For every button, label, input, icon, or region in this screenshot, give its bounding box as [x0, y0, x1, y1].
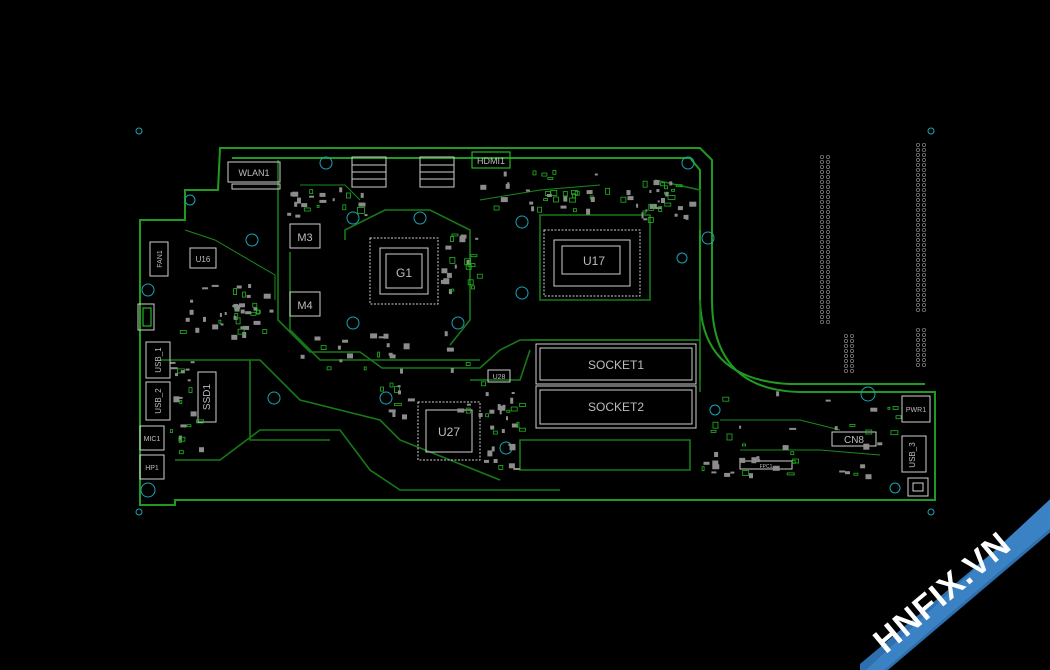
svg-text:U27: U27 — [438, 425, 460, 439]
svg-text:FAN1: FAN1 — [157, 250, 164, 268]
gpu-g1: G1 — [369, 237, 439, 305]
svg-text:G1: G1 — [396, 266, 412, 280]
hdmi-connector: HDMI1 — [471, 151, 511, 169]
svg-text:U28: U28 — [493, 374, 506, 381]
memory-chip-m3: M3 — [289, 223, 321, 249]
svg-text:SSD1: SSD1 — [202, 384, 213, 411]
svg-text:M4: M4 — [297, 300, 312, 312]
headphone-jack: HP1 — [139, 454, 165, 480]
wlan-label: WLAN1 — [238, 168, 269, 178]
chip-u28: U28 — [487, 369, 511, 383]
memory-socket-2: SOCKET2 — [535, 385, 697, 429]
ssd-connector: SSD1 — [197, 371, 217, 423]
smd-components — [169, 169, 902, 480]
wlan-connector: WLAN1 — [227, 161, 281, 190]
connector-fpc1: FPC1 — [739, 460, 793, 470]
svg-text:U17: U17 — [583, 254, 605, 268]
power-button: PWR1 — [901, 395, 931, 423]
battery-connector — [907, 477, 929, 497]
svg-text:PWR1: PWR1 — [906, 407, 926, 414]
keyboard-contact-columns — [820, 142, 927, 373]
hdmi-label: HDMI1 — [477, 156, 505, 166]
watermark-text: HNFIX.VN — [866, 525, 1018, 661]
svg-text:SOCKET2: SOCKET2 — [588, 400, 644, 414]
cpu-u17: U17 — [543, 229, 641, 297]
svg-text:M3: M3 — [297, 232, 312, 244]
usb-port-2: USB_2 — [145, 381, 171, 421]
svg-text:USB_3: USB_3 — [908, 442, 917, 468]
memory-socket-1: SOCKET1 — [535, 343, 697, 385]
traces — [160, 160, 881, 491]
usb-port-3: USB_3 — [901, 435, 927, 473]
mounting-holes — [135, 127, 935, 516]
chip-u27: U27 — [417, 401, 481, 461]
svg-text:USB_1: USB_1 — [154, 347, 163, 373]
svg-text:CN8: CN8 — [844, 435, 864, 446]
board-outline — [139, 147, 936, 506]
left-connector — [137, 303, 155, 331]
usb-port-1: USB_1 — [145, 341, 171, 379]
svg-text:MIC1: MIC1 — [144, 436, 161, 443]
chip-u16: U16 — [189, 247, 217, 269]
top-connectors — [351, 156, 455, 188]
mic-jack: MIC1 — [139, 425, 165, 451]
watermark-banner: HNFIX.VN — [860, 490, 1050, 670]
svg-text:U16: U16 — [196, 255, 211, 264]
connector-cn8: CN8 — [831, 431, 877, 447]
svg-text:HP1: HP1 — [145, 465, 159, 472]
svg-text:USB_2: USB_2 — [154, 388, 163, 414]
svg-text:SOCKET1: SOCKET1 — [588, 358, 644, 372]
svg-text:FPC1: FPC1 — [760, 464, 773, 470]
memory-chip-m4: M4 — [289, 291, 321, 317]
fan-connector: FAN1 — [149, 241, 169, 277]
